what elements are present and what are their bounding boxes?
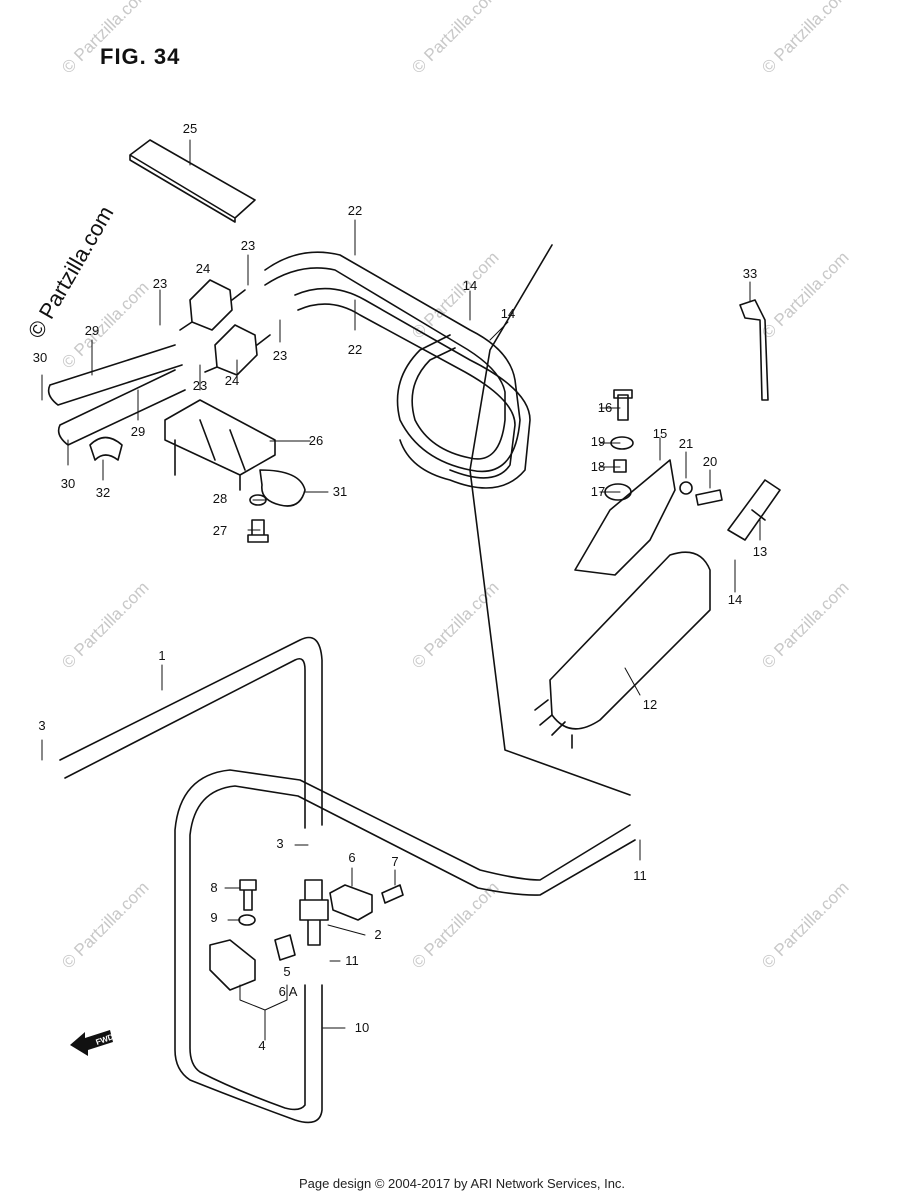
- callout-label: 24: [225, 373, 239, 388]
- callout-label: 24: [196, 261, 210, 276]
- callout-label: 19: [591, 434, 605, 449]
- part-13-hose: [727, 479, 781, 541]
- watermark-text: © Partzilla.com: [408, 578, 502, 672]
- callout-label: 30: [33, 350, 47, 365]
- watermark-text: © Partzilla.com: [758, 878, 852, 972]
- part-29-hose-a: [47, 344, 183, 406]
- part-24-filter-b: [204, 324, 271, 376]
- callout-label: 26: [309, 433, 323, 448]
- part-27-bolt: [247, 519, 269, 543]
- callout-label: 22: [348, 342, 362, 357]
- part-22-lower-hose-inner: [297, 303, 516, 479]
- callout-label: 23: [241, 238, 255, 253]
- callout-label: 33: [743, 266, 757, 281]
- callout-label: 2: [374, 927, 381, 942]
- watermark-text: © Partzilla.com: [758, 248, 852, 342]
- callout-label: 15: [653, 426, 667, 441]
- leader-lines: [41, 139, 761, 1041]
- callout-label: 6 A: [279, 984, 298, 999]
- part-33-tie: [739, 299, 769, 401]
- callout-label: 14: [463, 278, 477, 293]
- callout-label: 23: [273, 348, 287, 363]
- part-16-bolt: [613, 389, 633, 421]
- callout-label: 21: [679, 436, 693, 451]
- part-15-bracket: [574, 459, 676, 576]
- callout-label: 22: [348, 203, 362, 218]
- part-22-lower-hose: [294, 287, 531, 489]
- watermark-text: © Partzilla.com: [408, 0, 502, 77]
- callout-label: 17: [591, 484, 605, 499]
- part-22-hose-inner: [264, 267, 506, 460]
- callout-label: 27: [213, 523, 227, 538]
- callout-label: 9: [210, 910, 217, 925]
- callout-label: 29: [85, 323, 99, 338]
- part-18-collar: [613, 459, 627, 473]
- part-10-hose-inner: [189, 785, 636, 1111]
- callout-label: 23: [153, 276, 167, 291]
- callout-label: 10: [355, 1020, 369, 1035]
- callout-label: 16: [598, 400, 612, 415]
- callout-label: 4: [258, 1038, 265, 1053]
- figure-title: FIG. 34: [100, 44, 181, 69]
- watermark-layer: © Partzilla.com © Partzilla.com © Partzill…: [23, 0, 853, 972]
- part-12-ports: [534, 699, 573, 749]
- callout-label: 11: [633, 868, 647, 883]
- part-22-hose: [264, 251, 521, 473]
- callout-label: 7: [391, 854, 398, 869]
- part-6-clamp: [329, 884, 373, 921]
- callout-label: 28: [213, 491, 227, 506]
- part-10-hose: [174, 769, 631, 1124]
- callout-label: 3: [276, 836, 283, 851]
- callout-label: 13: [753, 544, 767, 559]
- callout-label: 18: [591, 459, 605, 474]
- callout-label: 23: [193, 378, 207, 393]
- part-12-pump: [549, 551, 711, 730]
- callout-label: 31: [333, 484, 347, 499]
- callout-label: 20: [703, 454, 717, 469]
- callout-label: 1: [158, 648, 165, 663]
- fwd-arrow-icon: FWD: [70, 1030, 115, 1056]
- part-20-bolt: [695, 489, 723, 506]
- callout-label: 12: [643, 697, 657, 712]
- part-1-hose: [59, 636, 323, 826]
- watermark-text: © Partzilla.com: [58, 578, 152, 672]
- watermark-text: © Partzilla.com: [408, 878, 502, 972]
- watermark-text: © Partzilla.com: [58, 0, 152, 77]
- part-8-bolt: [239, 879, 257, 911]
- part-28-washer: [249, 494, 267, 506]
- watermark-text: © Partzilla.com: [758, 0, 852, 77]
- page-footer: Page design © 2004-2017 by ARI Network S…: [298, 1176, 626, 1191]
- part-4-bracket: [209, 939, 256, 991]
- callout-label: 25: [183, 121, 197, 136]
- part-1-hose-inner: [64, 657, 306, 829]
- part-25-strip: [129, 139, 256, 223]
- callout-label: 14: [728, 592, 742, 607]
- part-31-clip: [259, 469, 306, 507]
- part-5-plate: [274, 934, 296, 961]
- part-32-clamp: [89, 436, 123, 461]
- callout-label: 30: [61, 476, 75, 491]
- watermark-text: © Partzilla.com: [408, 248, 502, 342]
- part-9-washer: [238, 914, 256, 926]
- watermark-text: © Partzilla.com: [758, 578, 852, 672]
- callout-label: 5: [283, 964, 290, 979]
- callout-label: 14: [501, 306, 515, 321]
- callout-label: 6: [348, 850, 355, 865]
- part-26-bracket: [164, 399, 276, 491]
- callout-label: 32: [96, 485, 110, 500]
- assembly-line: [469, 244, 631, 796]
- callout-label: 11: [345, 953, 359, 968]
- callout-label: 3: [38, 718, 45, 733]
- callout-label: 8: [210, 880, 217, 895]
- watermark-text: © Partzilla.com: [58, 878, 152, 972]
- callout-label: 29: [131, 424, 145, 439]
- part-2-fitting: [299, 879, 329, 946]
- part-24-filter-a: [179, 279, 246, 331]
- part-29-hose-b: [57, 369, 186, 446]
- parts-diagram: © Partzilla.com © Partzilla.com © Partzill…: [23, 0, 853, 1124]
- part-7-bolt: [381, 884, 404, 904]
- part-21-nut: [679, 481, 693, 495]
